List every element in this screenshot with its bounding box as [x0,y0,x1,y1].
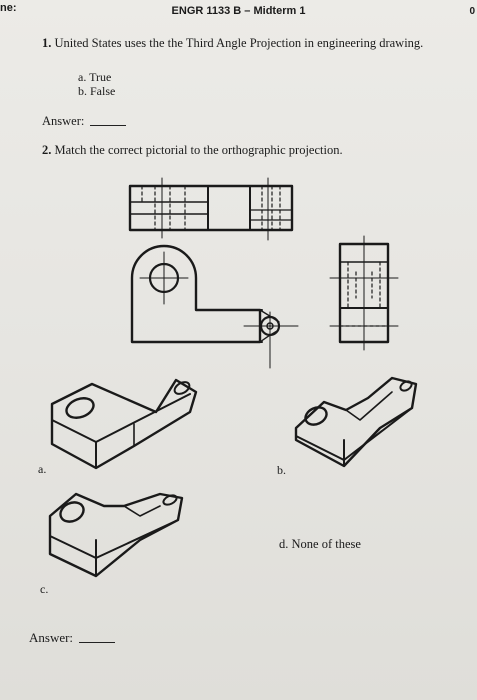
question-2-text: Match the correct pictorial to the ortho… [54,143,343,157]
isometric-pictorial-a-icon [50,378,198,470]
choice-c-label: c. [40,582,49,596]
question-1-option-a: a. True [78,70,112,84]
page-corner-left-text: ne: [0,2,17,14]
question-1-option-b: b. False [78,84,116,98]
orthographic-projection-drawing-icon [128,177,399,369]
question-1-answer-label: Answer: [42,114,85,128]
question-1-answer: Answer: [42,114,127,129]
question-1: 1. United States uses the the Third Angl… [42,36,423,51]
question-1-number: 1. [42,36,52,50]
choice-b-label: b. [277,463,286,477]
question-2-answer-blank[interactable] [79,642,116,643]
choice-a-label: a. [38,462,47,476]
question-2-answer: Answer: [29,630,116,646]
isometric-pictorial-c-icon [48,492,184,578]
page-corner-right-text: 0 [469,6,475,17]
question-2-answer-label: Answer: [29,630,74,645]
question-1-text: United States uses the the Third Angle P… [54,36,424,50]
question-2: 2. Match the correct pictorial to the or… [42,143,343,158]
question-1-answer-blank[interactable] [90,125,127,126]
isometric-pictorial-b-icon [294,376,418,468]
question-2-number: 2. [42,143,52,157]
choice-d-label: d. None of these [279,537,361,551]
exam-header-title: ENGR 1133 B – Midterm 1 [171,5,306,17]
